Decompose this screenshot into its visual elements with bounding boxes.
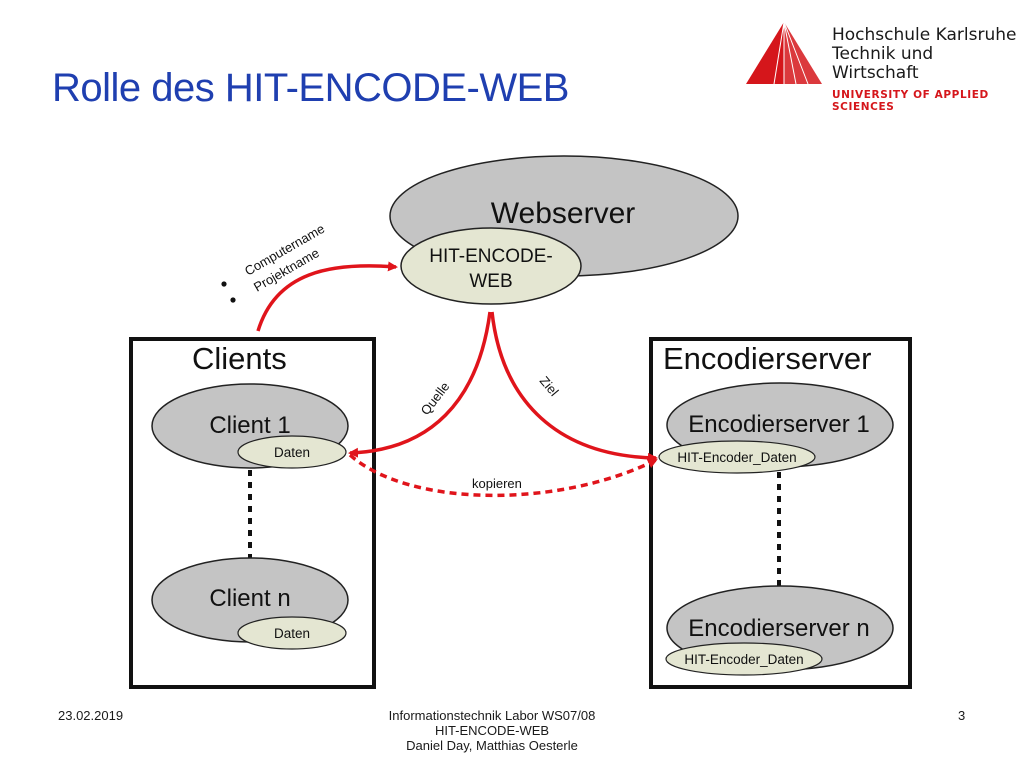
encoder-box-title: Encodierserver — [663, 341, 871, 376]
webserver-label: Webserver — [491, 197, 636, 230]
client-1-data-label: Daten — [274, 445, 310, 460]
logo-line-2: Technik und Wirtschaft — [832, 44, 934, 83]
footer-line-1: Informationstechnik Labor WS07/08 — [388, 708, 596, 723]
ellipsis-dot-2 — [230, 297, 236, 303]
client-1-label: Client 1 — [209, 412, 290, 439]
page-number: 3 — [958, 708, 966, 723]
encoder-server-n-data-node — [665, 642, 823, 676]
client-n-data-label: Daten — [274, 626, 310, 641]
hit-encode-web-label-line2: WEB — [469, 271, 512, 292]
encoder-server-n-data-label: HIT-Encoder_Daten — [684, 652, 803, 667]
encoder-server-1-data-label: HIT-Encoder_Daten — [677, 450, 796, 465]
arrow-copy-dashed — [348, 453, 658, 498]
logo-line-1: Hochschule Karlsruhe — [832, 25, 1017, 45]
university-logo-mark — [746, 21, 822, 85]
footer-date: 23.02.2019 — [58, 708, 124, 723]
arrow-client-to-webserver — [256, 261, 398, 332]
label-ziel: Ziel — [537, 373, 562, 399]
arrow-webserver-to-client-quelle — [348, 311, 492, 458]
encoder-server-1-label: Encodierserver 1 — [688, 411, 869, 438]
client-n-data-node — [237, 616, 347, 650]
clients-title: Clients — [192, 341, 287, 376]
client-1-data-node — [237, 435, 347, 469]
footer-line-2: HIT-ENCODE-WEB — [434, 723, 550, 738]
hit-encode-web-node — [400, 227, 582, 305]
ellipsis-dot-1 — [221, 281, 227, 287]
encoder-server-1-data-node — [658, 440, 816, 474]
slide-title: Rolle des HIT-ENCODE-WEB — [52, 66, 569, 110]
label-kopieren: kopieren — [472, 476, 522, 491]
encoder-server-n-label: Encodierserver n — [688, 615, 869, 642]
arrow-webserver-to-encoder-ziel — [490, 311, 658, 463]
footer-info: Informationstechnik Labor WS07/08 HIT-EN… — [352, 708, 632, 753]
university-logo-text: Hochschule Karlsruhe Technik und Wirtsch… — [832, 25, 1024, 114]
client-n-label: Client n — [209, 585, 290, 612]
logo-line-3: UNIVERSITY OF APPLIED SCIENCES — [832, 89, 989, 113]
hit-encode-web-label-line1: HIT-ENCODE- — [429, 246, 553, 267]
footer-line-3: Daniel Day, Matthias Oesterle — [406, 738, 578, 753]
